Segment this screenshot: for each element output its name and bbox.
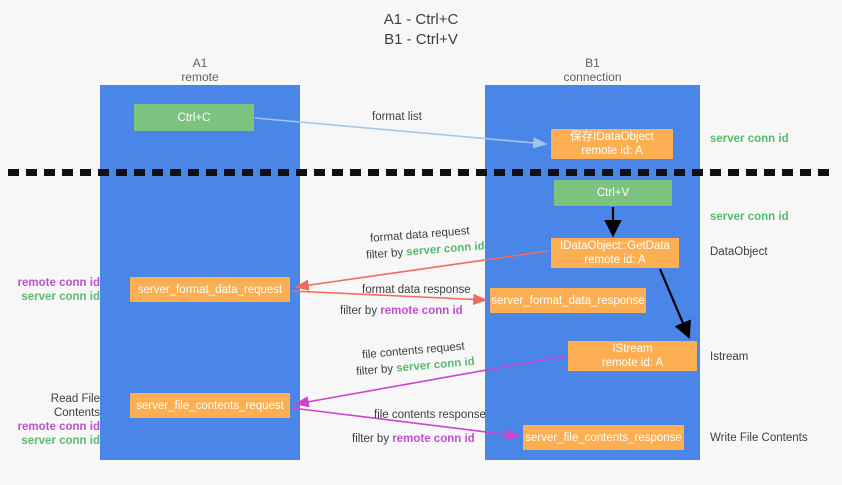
box-server-format-data-request-label: server_format_data_request [137, 283, 283, 296]
box-server-file-contents-response[interactable]: server_file_contents_response [523, 425, 684, 450]
box-istream[interactable]: IStream remote id: A [568, 341, 697, 371]
filter-value-remote-conn-id: remote conn id [380, 305, 463, 317]
box-server-format-data-response[interactable]: server_format_data_response [490, 288, 646, 313]
box-ctrl-c-label: Ctrl+C [177, 111, 211, 124]
filter-prefix: filter by [355, 362, 397, 379]
box-ctrl-c[interactable]: Ctrl+C [134, 104, 254, 131]
box-idataobject-getdata-line2: remote id: A [584, 254, 646, 266]
column-header-b1: B1 connection [563, 56, 622, 84]
arrow-label-file-contents-response-filter: filter by remote conn id [352, 432, 475, 447]
side-label-remote-conn-id-1: remote conn id [17, 277, 100, 289]
box-server-file-contents-response-label: server_file_contents_response [525, 431, 682, 444]
box-idataobject-getdata[interactable]: IDataObject::GetData remote id: A [551, 238, 679, 268]
side-label-server-conn-id-2: server conn id [21, 435, 100, 447]
box-save-idataobject[interactable]: 保存IDataObject remote id: A [551, 129, 673, 159]
side-label-dataobject: DataObject [710, 246, 768, 258]
box-ctrl-v[interactable]: Ctrl+V [554, 180, 672, 206]
filter-value-remote-conn-id: remote conn id [392, 433, 475, 445]
box-server-format-data-request[interactable]: server_format_data_request [130, 277, 290, 302]
side-label-server-conn-id-mid: server conn id [710, 211, 789, 223]
box-idataobject-getdata-line1: IDataObject::GetData [560, 240, 670, 252]
box-server-file-contents-request[interactable]: server_file_contents_request [130, 393, 290, 418]
arrow-label-format-data-response-filter: filter by remote conn id [340, 304, 463, 319]
filter-prefix: filter by [365, 246, 407, 262]
side-label-read-file-contents: Read File Contents [50, 393, 100, 419]
side-label-server-conn-id-1: server conn id [21, 291, 100, 303]
dashed-divider-line [8, 169, 834, 176]
box-istream-line1: IStream [612, 343, 653, 355]
side-label-server-conn-id-top: server conn id [710, 133, 789, 145]
box-istream-line2: remote id: A [601, 357, 664, 369]
box-ctrl-v-label: Ctrl+V [596, 187, 630, 199]
box-save-idataobject-line2: remote id: A [581, 145, 643, 157]
column-header-a1: A1 remote [181, 56, 219, 84]
arrow-label-format-list: format list [372, 111, 422, 123]
arrow-label-file-contents-response: file contents response [374, 409, 486, 421]
box-server-format-data-response-label: server_format_data_response [491, 294, 645, 307]
side-label-remote-conn-id-2: remote conn id [17, 421, 100, 433]
arrow-label-format-data-response: format data response [362, 284, 471, 296]
side-label-group-left-bottom: Read File Contents remote conn id server… [4, 392, 100, 448]
page-title: A1 - Ctrl+C B1 - Ctrl+V [383, 11, 459, 48]
side-label-istream: Istream [710, 351, 749, 363]
side-label-write-file-contents: Write File Contents [710, 432, 808, 444]
side-label-group-left-top: remote conn id server conn id [4, 276, 100, 304]
filter-prefix: filter by [352, 433, 393, 445]
filter-prefix: filter by [340, 305, 381, 317]
box-server-file-contents-request-label: server_file_contents_request [136, 399, 284, 412]
box-save-idataobject-line1: 保存IDataObject [570, 131, 654, 143]
